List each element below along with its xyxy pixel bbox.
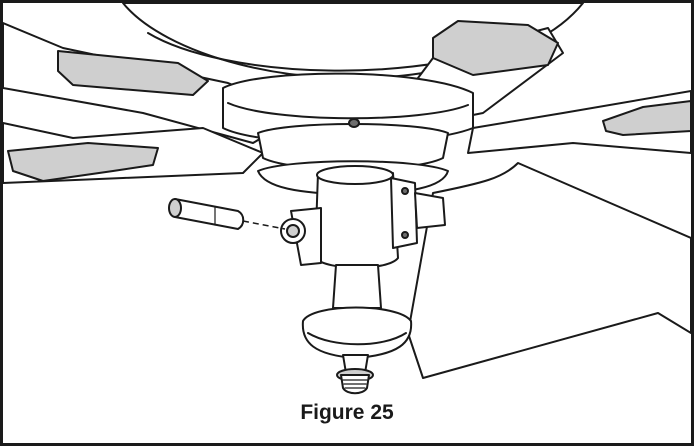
fitter-body — [314, 172, 399, 269]
light-kit-dome — [301, 306, 413, 359]
fitter-right-plate — [390, 177, 418, 249]
insertion-guide-line — [242, 220, 286, 230]
plug-connector-end — [168, 198, 182, 218]
blade-right — [467, 90, 691, 154]
blade-bracket-right — [602, 100, 691, 136]
threaded-tip-lines — [342, 379, 368, 389]
fitter-screw-bottom — [401, 231, 409, 239]
fitter-top — [316, 165, 394, 185]
blade-bracket-upper-right — [432, 20, 559, 76]
figure-caption: Figure 25 — [300, 401, 394, 424]
blade-bracket-upper-left — [57, 50, 209, 96]
switch-housing-screw — [348, 118, 360, 128]
blade-bracket-left — [7, 142, 159, 182]
fitter-screw-top — [401, 187, 409, 195]
fan-assembly-illustration — [3, 3, 691, 395]
blade-front-right — [407, 162, 691, 379]
fitter-right-bracket — [414, 192, 446, 229]
light-kit-dome-band — [307, 332, 407, 346]
fitter-left-hole-inner — [286, 224, 300, 238]
light-kit-stem — [332, 264, 382, 309]
motor-housing-rim — [227, 102, 469, 120]
